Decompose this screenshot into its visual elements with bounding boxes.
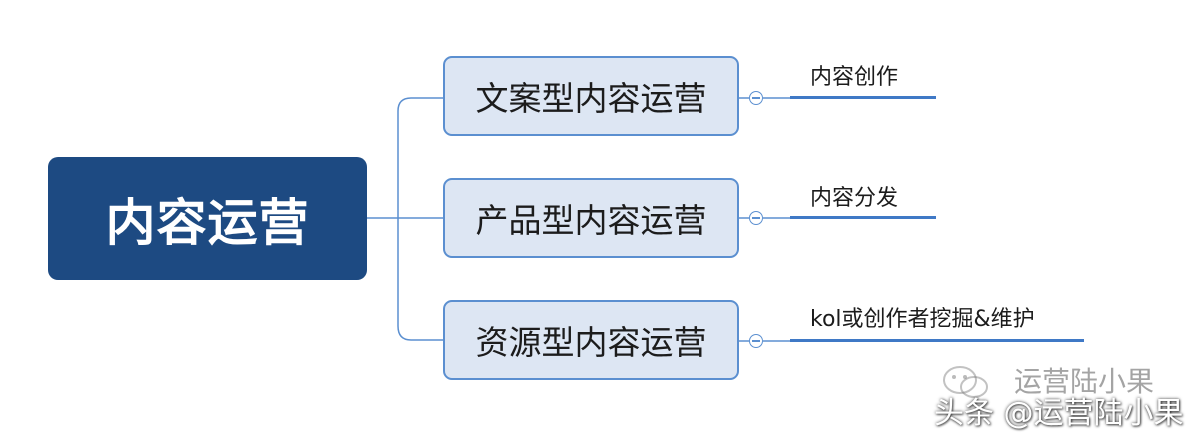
branch-node-resource[interactable]: 资源型内容运营 [443,300,739,380]
leaf-node-content-distribution[interactable]: 内容分发 [810,186,899,211]
wechat-logo-icon [943,366,988,398]
branch-node-label: 产品型内容运营 [475,201,707,240]
collapse-toggle-icon[interactable] [749,211,763,225]
collapse-toggle-icon[interactable] [749,91,763,105]
leaf-node-kol-mining[interactable]: kol或创作者挖掘&维护 [810,307,1035,332]
leaf-underline [790,216,936,219]
watermark-account-name: 运营陆小果 [1014,365,1155,398]
leaf-underline [790,339,1084,342]
leaf-node-content-creation[interactable]: 内容创作 [810,65,899,90]
branch-node-copywriting[interactable]: 文案型内容运营 [443,56,739,136]
branch-node-product[interactable]: 产品型内容运营 [443,178,739,258]
branch-node-label: 文案型内容运营 [475,79,707,118]
branch-connector-top [397,97,443,218]
branch-connector-bottom [397,218,443,341]
watermark-footer: 头条 @运营陆小果 [934,396,1184,431]
root-node-label: 内容运营 [105,193,310,252]
collapse-toggle-icon[interactable] [749,334,763,348]
branch-node-label: 资源型内容运营 [475,323,707,362]
root-node[interactable]: 内容运营 [48,157,367,280]
leaf-underline [790,96,936,99]
